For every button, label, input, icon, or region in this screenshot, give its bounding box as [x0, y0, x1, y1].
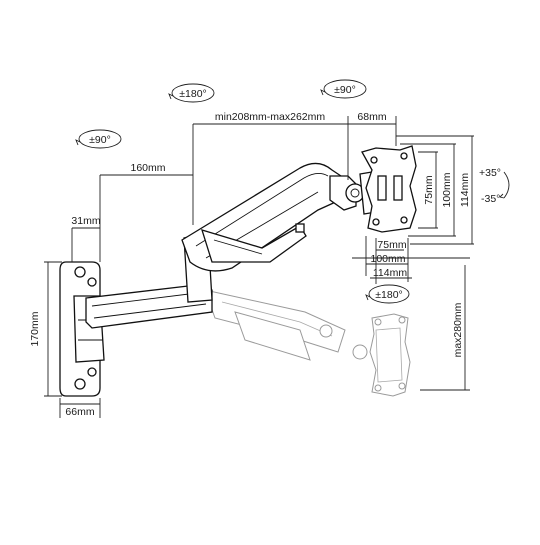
dimension-lines: [44, 116, 474, 418]
arm-swivel-label: ±180°: [179, 88, 206, 100]
vesa-75-w-label: 75mm: [377, 239, 406, 251]
height-adjust-label: max280mm: [452, 302, 464, 357]
rotation-icons: [75, 79, 510, 304]
vesa-100-h-label: 100mm: [441, 172, 453, 207]
rotate-arrow-icon: [78, 129, 122, 149]
vesa-114-w-label: 114mm: [373, 267, 407, 279]
tilt-down-label: -35°: [481, 193, 500, 205]
vesa-75-h-label: 75mm: [423, 175, 435, 204]
rotation-label: ±180°: [375, 289, 402, 301]
plate-height-label: 170mm: [29, 311, 41, 346]
vesa-plate: [361, 145, 417, 233]
upper-arm: [181, 162, 345, 272]
vesa-offset-label: 68mm: [357, 111, 386, 123]
plate-width-label: 66mm: [65, 406, 94, 418]
rotate-arrow-icon: [323, 79, 367, 99]
tilt-arrow-icon: [503, 171, 510, 199]
tilt-up-label: +35°: [479, 167, 501, 179]
wall-plate: [59, 261, 105, 397]
ghost-lowered-arm: [204, 289, 411, 397]
rotate-arrow-icon: [171, 83, 215, 103]
wall-swivel-label: ±90°: [89, 134, 111, 146]
arm-reach-label: min208mm-max262mm: [215, 111, 326, 123]
wall-offset-label: 31mm: [71, 215, 100, 227]
vesa-100-w-label: 100mm: [370, 253, 405, 265]
labels: ±180° ±90° ±90° ±180° +35° -35° min208mm…: [29, 84, 501, 418]
vesa-114-h-label: 114mm: [459, 173, 471, 207]
upper-arm-label: 160mm: [130, 162, 165, 174]
rotate-arrow-icon: [368, 284, 410, 304]
head-swivel-label: ±90°: [334, 84, 356, 96]
